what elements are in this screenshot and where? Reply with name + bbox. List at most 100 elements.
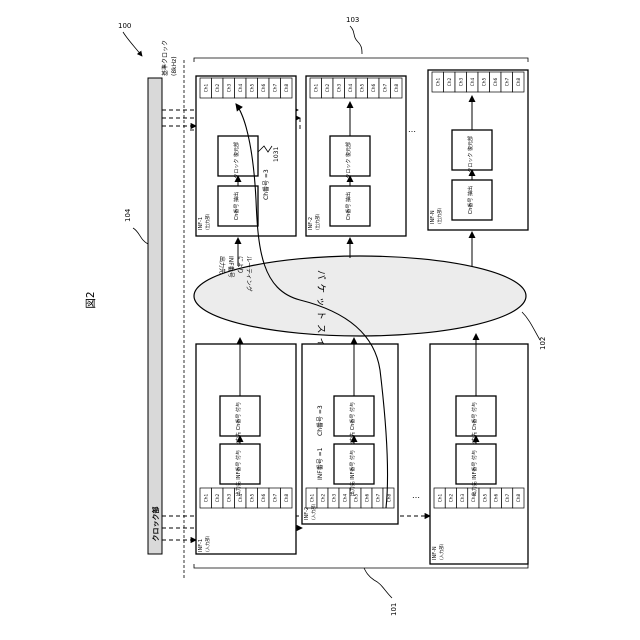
channel-label: Ch2	[449, 494, 455, 503]
ref-101: 101	[390, 603, 398, 616]
channel-label: Ch7	[383, 84, 389, 93]
channel-label: Ch1	[437, 494, 443, 503]
output-modules: Ch1Ch2Ch3Ch4Ch5Ch6Ch7Ch8 クロック 復元部 Ch番号 抽…	[196, 70, 528, 236]
channel-label: Ch1	[314, 84, 320, 93]
output-inf1-name: INF-1	[198, 217, 204, 230]
channel-label: Ch8	[284, 494, 290, 503]
channel-label: Ch7	[505, 78, 511, 87]
input-ellipsis-dots: …	[412, 491, 420, 500]
ref-102: 102	[539, 337, 547, 350]
channel-label: Ch7	[375, 494, 381, 503]
assign-inf-number-label: 出力先 INF番号 付与	[471, 450, 478, 496]
channel-label: Ch5	[250, 84, 256, 93]
ch-number-extract-label: Ch番号 抽出	[233, 192, 240, 220]
ref-1031: 1031	[273, 147, 280, 162]
channel-label: Ch7	[273, 494, 279, 503]
channel-row-in2: Ch1Ch2Ch3Ch4Ch5Ch6Ch7Ch8	[434, 488, 524, 508]
channel-label: Ch7	[505, 494, 511, 503]
output-inf2-name: INF-2	[308, 217, 314, 230]
input-inf1-name: INF-1	[198, 539, 204, 552]
output-module-inf1: Ch1Ch2Ch3Ch4Ch5Ch6Ch7Ch8 クロック 復元部 Ch番号 抽…	[196, 76, 296, 236]
output-module-infn: Ch1Ch2Ch3Ch4Ch5Ch6Ch7Ch8 クロック 復元部 Ch番号 抽…	[428, 70, 528, 230]
input-module-inf2: Ch1Ch2Ch3Ch4Ch5Ch6Ch7Ch8 出力先 Ch番号 付与 出力先…	[302, 338, 398, 524]
routing-note-4: ルーティング	[245, 256, 253, 292]
assign-ch-number-label: 出力先 Ch番号 付与	[349, 402, 356, 447]
ref-103-leader	[350, 26, 362, 54]
ch-number-extract-label: Ch番号 抽出	[467, 186, 474, 214]
channel-label: Ch3	[460, 494, 466, 503]
input-module-infn: Ch1Ch2Ch3Ch4Ch5Ch6Ch7Ch8 出力先 Ch番号 付与 出力先…	[430, 334, 528, 564]
channel-row-out2: Ch1Ch2Ch3Ch4Ch5Ch6Ch7Ch8	[432, 72, 524, 92]
output-inf1-role: (出力部)	[204, 213, 211, 230]
channel-label: Ch6	[364, 494, 370, 503]
channel-label: Ch7	[273, 84, 279, 93]
input-inf2-role: (入力部)	[310, 503, 317, 520]
channel-label: Ch1	[309, 494, 315, 503]
input-inf2-annotation-ch: Ch番号 =3	[317, 405, 324, 436]
input-inf2-annotation-inf: INF番号 =1	[317, 447, 324, 480]
reference-clock-freq: (8kHz)	[171, 56, 178, 76]
ref-104-leader	[133, 228, 148, 244]
assign-inf-number-label: 出力先 INF番号 付与	[349, 450, 356, 496]
output-group-brace	[194, 58, 528, 62]
ref-101-leader	[364, 568, 392, 598]
output-module-inf2: Ch1 Ch2 Ch3 Ch4 Ch5 Ch6 Ch7 Ch8 クロック 復元部 Ch番号 抽…	[306, 76, 406, 236]
channel-label: Ch4	[348, 84, 354, 93]
clock-recovery-label: クロック 復元部	[467, 136, 474, 173]
channel-row-in0: Ch1Ch2Ch3Ch4Ch5Ch6Ch7Ch8	[200, 488, 292, 508]
channel-label: Ch3	[227, 84, 233, 93]
routing-note-2: INF番号	[227, 256, 234, 278]
channel-label: Ch6	[493, 78, 499, 87]
channel-label: Ch5	[482, 494, 488, 503]
channel-label: Ch5	[250, 494, 256, 503]
input-infn-role: (入力部)	[438, 543, 445, 560]
ref-102-leader	[522, 312, 540, 340]
channel-label: Ch6	[371, 84, 377, 93]
ref-104: 104	[124, 208, 132, 222]
output-inf2-role: (出力部)	[314, 213, 321, 230]
assign-inf-number-label: 出力先 INF番号 付与	[235, 450, 242, 496]
clock-unit-bar	[148, 78, 162, 554]
figure-title: 図2	[85, 291, 97, 308]
ref-103: 103	[346, 16, 359, 24]
channel-label: Ch5	[482, 78, 488, 87]
channel-label: Ch3	[337, 84, 343, 93]
channel-label: Ch2	[447, 78, 453, 87]
channel-label: Ch2	[320, 494, 326, 503]
clock-recovery-label: クロック 復元部	[233, 142, 240, 179]
clock-unit-label: クロック部	[151, 507, 160, 542]
input-infn-name: INF-N	[432, 546, 438, 560]
channel-label: Ch4	[342, 494, 348, 503]
output-inf1-ch-annotation: Ch番号 =3	[263, 169, 270, 200]
output-infn-name: INF-N	[430, 210, 436, 224]
channel-label: Ch5	[360, 84, 366, 93]
channel-label: Ch6	[261, 494, 267, 503]
clock-recovery-label: クロック 復元部	[345, 142, 352, 179]
reference-clock-label: 基準クロック	[161, 40, 169, 76]
channel-label: Ch8	[516, 494, 522, 503]
ref-100: 100	[118, 22, 131, 30]
channel-label: Ch3	[331, 494, 337, 503]
input-inf2-name: INF-2	[304, 507, 310, 520]
channel-label: Ch2	[325, 84, 331, 93]
channel-row-out1: Ch1 Ch2 Ch3 Ch4 Ch5 Ch6 Ch7 Ch8	[310, 78, 402, 98]
output-ellipsis-dots: …	[408, 125, 416, 134]
channel-label: Ch6	[494, 494, 500, 503]
channel-label: Ch2	[215, 494, 221, 503]
channel-label: Ch3	[459, 78, 465, 87]
channel-label: Ch8	[284, 84, 290, 93]
input-inf1-role: (入力部)	[204, 535, 211, 552]
channel-label: Ch8	[516, 78, 522, 87]
channel-label: Ch4	[238, 84, 244, 93]
channel-label: Ch3	[227, 494, 233, 503]
channel-label: Ch8	[394, 84, 400, 93]
ch-number-extract-label: Ch番号 抽出	[345, 192, 352, 220]
input-modules: Ch1 Ch2 Ch3 Ch4 Ch5 Ch6 Ch7 Ch8 出力先 Ch番号 付与 出力先…	[196, 334, 528, 564]
assign-ch-number-label: 出力先 Ch番号 付与	[235, 402, 242, 447]
channel-label: Ch4	[470, 78, 476, 87]
channel-label: Ch1	[204, 84, 210, 93]
routing-note-3: により	[236, 256, 243, 274]
routing-note-1: 出力先	[218, 256, 226, 274]
channel-label: Ch1	[204, 494, 210, 503]
